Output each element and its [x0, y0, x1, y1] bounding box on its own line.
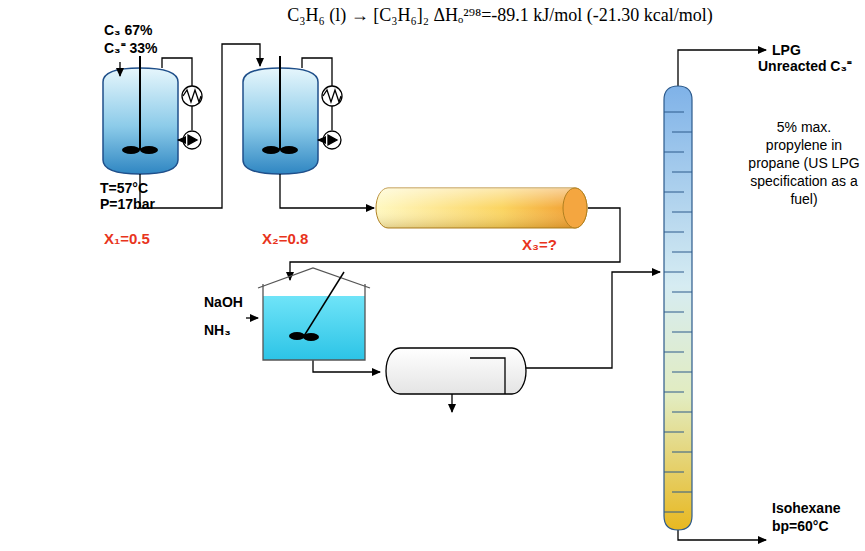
process-line [140, 44, 260, 208]
reagent-label: NH₃ [204, 322, 231, 339]
feed-composition: C₃⁼ 33% [104, 40, 158, 57]
column-tray [664, 352, 684, 353]
process-line [525, 272, 660, 368]
reagent-label: NaOH [204, 294, 243, 311]
reactor-2 [262, 146, 280, 154]
column-tray [672, 332, 692, 333]
recycle-loop-1 [182, 86, 202, 106]
column-tray [664, 472, 684, 473]
product-label: Isohexane [772, 500, 840, 517]
recycle-loop-1 [191, 106, 192, 130]
column-tray [672, 372, 692, 373]
column-tray [664, 232, 684, 233]
reactor-1 [103, 56, 178, 174]
reactor-1 [122, 146, 140, 154]
separator-drum [386, 348, 526, 394]
process-line [280, 174, 374, 208]
column-tray [664, 392, 684, 393]
column-tray [664, 272, 684, 273]
column-tray [664, 192, 684, 193]
recycle-loop-2 [323, 131, 341, 149]
process-line [246, 317, 258, 318]
specification-note: 5% max. propylene in propane (US LPG spe… [748, 118, 860, 208]
tubular-reactor [563, 188, 587, 228]
recycle-loop-2 [302, 58, 332, 86]
reaction-equation: C₃H₆ (l) → [C₃H₆]₂ ΔHₒ²⁹⁸=-89.1 kJ/mol (… [287, 4, 713, 26]
recycle-loop-2 [318, 139, 323, 140]
process-line [313, 360, 380, 372]
tubular-reactor [376, 188, 587, 228]
recycle-loop-2 [302, 58, 342, 149]
distillation-column [664, 86, 692, 530]
conversion-label: X₂=0.8 [262, 230, 308, 247]
process-line [140, 44, 766, 540]
process-line [451, 394, 452, 412]
conversion-label: X₃=? [522, 236, 557, 253]
recycle-loop-1 [183, 90, 201, 102]
recycle-loop-1 [183, 131, 201, 149]
column-tray [672, 172, 692, 173]
operating-condition: T=57°C [100, 180, 148, 197]
recycle-loop-1 [162, 58, 192, 86]
tubular-reactor [376, 188, 587, 228]
product-label: LPG [772, 42, 801, 59]
column-tray [672, 292, 692, 293]
column-tray [664, 432, 684, 433]
separator-drum [470, 358, 505, 394]
recycle-loop-2 [331, 106, 332, 130]
reactor-1 [140, 146, 158, 154]
feed-line [119, 62, 120, 76]
reactor-2 [280, 146, 298, 154]
caustic-wash-tank [263, 296, 365, 360]
operating-condition: P=17bar [100, 196, 155, 213]
separator-drum [386, 348, 526, 394]
product-label: bp=60°C [772, 518, 829, 535]
column-tray [664, 152, 684, 153]
caustic-wash-tank [289, 332, 305, 340]
reactor-1 [139, 56, 141, 150]
reactor-2 [243, 56, 318, 174]
column-tray [672, 412, 692, 413]
column-tray [664, 312, 684, 313]
process-line [678, 528, 766, 540]
distillation-column [664, 86, 692, 530]
feed-composition: C₃ 67% [104, 22, 153, 39]
process-line [678, 50, 766, 88]
column-tray [672, 252, 692, 253]
caustic-wash-tank [304, 272, 344, 336]
reactor-2 [279, 56, 281, 150]
column-tray [664, 112, 692, 512]
product-label: Unreacted C₃⁼ [758, 58, 852, 75]
caustic-wash-tank [263, 284, 365, 360]
caustic-wash-tank [258, 268, 370, 288]
tubular-reactor [376, 188, 587, 228]
caustic-wash-tank [303, 333, 319, 341]
recycle-loop-1 [188, 135, 197, 145]
recycle-loop-1 [178, 139, 183, 140]
column-tray [672, 132, 692, 133]
feed-line [119, 62, 120, 76]
column-tray [664, 112, 684, 113]
recycle-loop-2 [328, 135, 337, 145]
column-tray [664, 512, 684, 513]
caustic-wash-tank [258, 268, 370, 360]
column-tray [672, 212, 692, 213]
conversion-label: X₁=0.5 [104, 230, 150, 247]
column-tray [672, 492, 692, 493]
recycle-loop-2 [323, 90, 341, 102]
column-tray [672, 452, 692, 453]
recycle-loop-1 [162, 58, 202, 149]
recycle-loop-2 [322, 86, 342, 106]
